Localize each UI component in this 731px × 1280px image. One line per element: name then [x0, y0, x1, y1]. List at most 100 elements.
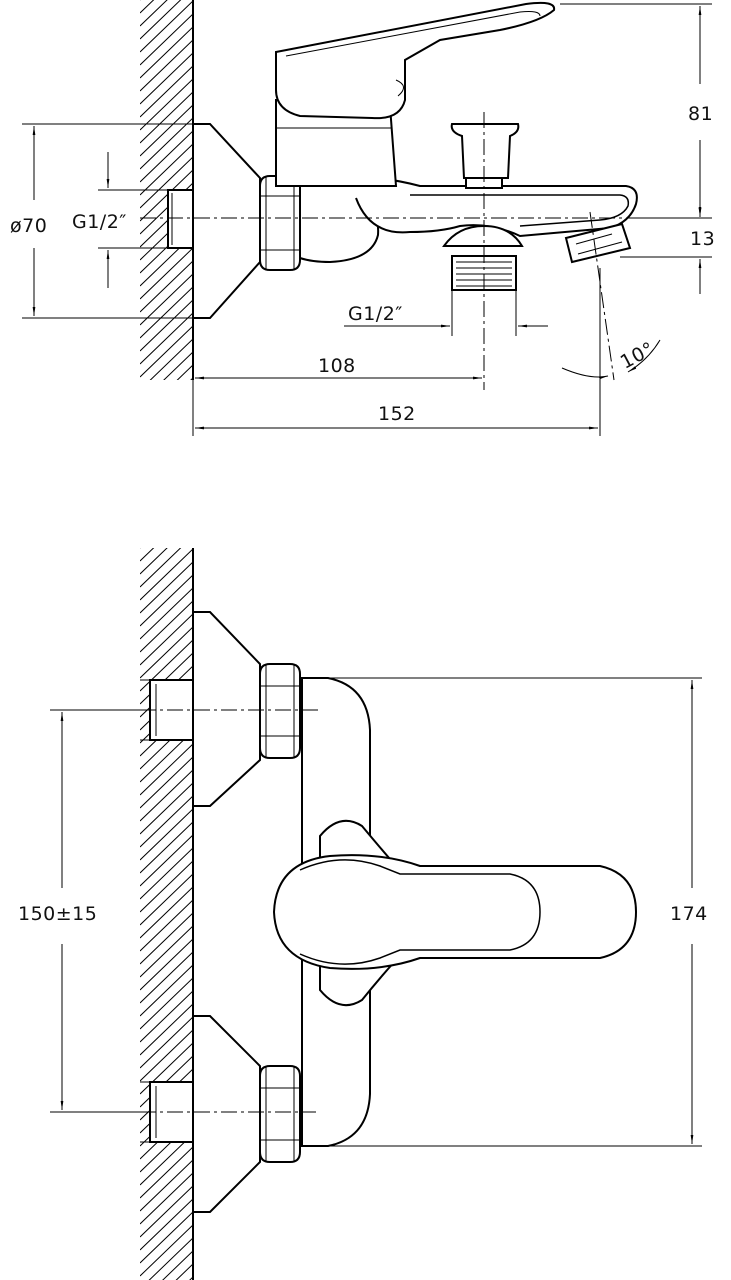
dim-13: 13 [620, 196, 715, 294]
hatch-line [176, 364, 193, 380]
dim-angle-label: 10° [617, 338, 658, 374]
hatch-line [140, 860, 193, 913]
hatch-line [140, 52, 193, 105]
hatch-line [149, 338, 193, 380]
lever-inner-contour [299, 859, 541, 965]
hatch-line [140, 39, 193, 92]
dim-thread-outlet-label: G1/2″ [348, 303, 403, 325]
hatch-line [140, 899, 193, 952]
hatch-line [140, 821, 193, 874]
hatch-line [140, 325, 193, 378]
hatch-line [140, 548, 155, 562]
dim-108-label: 108 [318, 355, 356, 377]
inlet-upper-front [140, 611, 301, 807]
hatch-line [140, 0, 155, 14]
hatch-line [140, 273, 193, 326]
hatch-line [163, 351, 193, 380]
hatch-line [140, 26, 193, 79]
hatch-line [140, 925, 193, 978]
hatch-line [140, 91, 193, 144]
hatch-line [140, 130, 193, 183]
wall-hatch-bottom [140, 548, 193, 1280]
hatch-line [140, 938, 193, 991]
hatch-line [140, 548, 141, 549]
hatch-line [140, 1003, 193, 1056]
hatch-line [140, 143, 193, 196]
lever-highlight [285, 11, 541, 57]
hatch-line [140, 1172, 193, 1225]
dim-108: 108 [192, 355, 482, 436]
hatch-line [162, 1250, 193, 1280]
hatch-line [140, 795, 193, 848]
hatch-line [140, 1211, 193, 1264]
hatch-line [140, 769, 193, 822]
hatch-line [140, 548, 182, 588]
hatch-line [140, 626, 193, 679]
escutcheon-top [192, 123, 261, 319]
hatch-line [140, 78, 193, 131]
hatch-line [140, 0, 182, 40]
hatch-line [140, 1029, 193, 1082]
hatch-line [140, 808, 193, 861]
hatch-line [140, 834, 193, 887]
hex-nut-top [259, 175, 301, 271]
dim-152-label: 152 [378, 403, 416, 425]
hatch-line [140, 0, 193, 53]
hatch-line [140, 990, 193, 1043]
hatch-line [140, 756, 193, 809]
dim-150-label: 150±15 [18, 903, 97, 925]
inlet-lower-front [140, 1015, 301, 1213]
hatch-line [140, 1159, 193, 1212]
hatch-line [140, 548, 168, 575]
hatch-line [140, 312, 193, 365]
hatch-line [140, 1198, 193, 1251]
hatch-line [140, 782, 193, 835]
hatch-line [140, 561, 193, 614]
lever-handle-top [275, 1, 556, 120]
dim-diameter-label: ø70 [10, 215, 47, 237]
hatch-line [140, 873, 193, 926]
hatch-line [175, 1263, 193, 1280]
hatch-line [140, 260, 193, 313]
hatch-line [140, 13, 193, 66]
hatch-line [140, 1016, 193, 1069]
diverter-knob [450, 123, 520, 189]
hatch-line [140, 600, 193, 653]
hatch-line [140, 65, 193, 118]
hatch-line [140, 286, 193, 339]
hatch-line [140, 613, 193, 666]
outlet-fitting-top [442, 224, 524, 291]
dim-152: 152 [195, 268, 601, 436]
side-view: 81 13 ø70 G1/2″ [10, 0, 715, 436]
hatch-line [190, 377, 193, 380]
hatch-line [140, 964, 193, 1017]
wall-hatch-top [140, 0, 193, 380]
dim-thread-inlet-label: G1/2″ [72, 211, 127, 233]
hatch-line [140, 0, 168, 27]
spout-inner-line [410, 194, 630, 227]
hatch-line [140, 156, 193, 209]
hatch-line [140, 977, 193, 1030]
hatch-line [140, 587, 193, 640]
hatch-line [140, 299, 193, 352]
dim-81-label: 81 [688, 103, 713, 125]
dim-diameter-70: ø70 [10, 123, 193, 319]
hatch-line [140, 1146, 193, 1199]
dim-150: 150±15 [18, 709, 140, 1113]
hatch-line [140, 912, 193, 965]
dim-thread-inlet: G1/2″ [72, 152, 168, 288]
hatch-line [140, 743, 193, 796]
center-line-aerator [589, 211, 615, 381]
lever-pivot [395, 79, 404, 97]
hatch-line [140, 1185, 193, 1238]
hatch-line [140, 104, 193, 157]
hatch-line [140, 886, 193, 939]
hatch-line [140, 1224, 193, 1277]
hatch-line [140, 548, 193, 601]
hatch-line [140, 847, 193, 900]
dim-13-label: 13 [690, 228, 715, 250]
hatch-line [140, 574, 193, 627]
lever-handle-front [272, 854, 638, 970]
hatch-line [140, 247, 193, 300]
